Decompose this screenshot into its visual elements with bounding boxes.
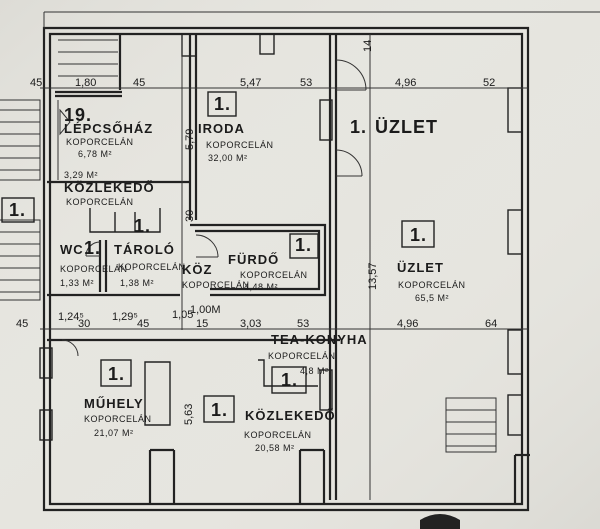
- room-area: 1,38 M²: [120, 278, 154, 288]
- room-area: 4,48 M²: [244, 282, 278, 292]
- dim-label: 15: [196, 318, 208, 330]
- room-number: 1.: [211, 400, 228, 420]
- room-furdo: 1. FÜRDŐ KOPORCELÁN 4,48 M²: [228, 235, 312, 292]
- room-name: ÜZLET: [397, 260, 444, 275]
- dim-label: 52: [483, 77, 495, 89]
- room-material: KOPORCELÁN: [66, 197, 134, 207]
- room-number: 1.: [350, 117, 367, 137]
- dimension-row-middle: 45 1,24⁵ 30 1,29⁵ 45 1,05 15 1,00M 3,03 …: [16, 304, 497, 330]
- room-name: MŰHELY: [84, 396, 144, 411]
- dim-label: 45: [16, 318, 28, 330]
- room-material: KOPORCELÁN: [398, 280, 466, 290]
- doors: [61, 59, 367, 357]
- room-material: KOPORCELÁN: [244, 430, 312, 440]
- dim-label: 1,00M: [190, 304, 221, 316]
- dim-label: 1,24⁵: [58, 311, 84, 323]
- dim-label: 14: [362, 40, 374, 52]
- dim-label: 1,29⁵: [112, 311, 138, 323]
- dim-label: 4,96: [395, 77, 416, 89]
- room-area: 21,07 M²: [94, 428, 134, 438]
- room-uzlet: 1. ÜZLET KOPORCELÁN 65,5 M²: [397, 225, 466, 303]
- room-kozlekedo-top: 3,29 M² KÖZLEKEDŐ KOPORCELÁN: [64, 170, 155, 207]
- room-area: 32,00 M²: [208, 153, 248, 163]
- room-material: KOPORCELÁN: [118, 262, 186, 272]
- dim-label: 5,63: [183, 404, 195, 425]
- dim-label: 3,03: [240, 318, 261, 330]
- room-number: 1.: [295, 235, 312, 255]
- room-iroda: 1. IRODA KOPORCELÁN 32,00 M²: [198, 94, 274, 163]
- room-number-boxes: [1, 91, 435, 423]
- room-area: 3,29 M²: [64, 170, 98, 180]
- room-material: KOPORCELÁN: [66, 137, 134, 147]
- room-material: KOPORCELÁN: [182, 280, 250, 290]
- room-name: LÉPCSŐHÁZ: [64, 121, 153, 136]
- dim-label: 53: [300, 77, 312, 89]
- dim-label: 45: [30, 77, 42, 89]
- dimension-lines: [40, 34, 528, 500]
- dim-label: 45: [133, 77, 145, 89]
- room-lepcsohaz: 19. LÉPCSŐHÁZ KOPORCELÁN 6,78 M²: [64, 105, 153, 159]
- room-number: 1.: [84, 238, 101, 258]
- room-material: KOPORCELÁN: [60, 264, 128, 274]
- room-name: FÜRDŐ: [228, 252, 279, 267]
- dim-label: 4,96: [397, 318, 418, 330]
- room-number: 19.: [64, 105, 92, 125]
- dim-label: 5,79: [184, 129, 196, 150]
- room-area: 65,5 M²: [415, 293, 449, 303]
- room-tea-konyha: 1. TEA-KONYHA KOPORCELÁN 4,8 M²: [268, 332, 368, 390]
- room-name: IRODA: [198, 121, 245, 136]
- dim-label: 64: [485, 318, 497, 330]
- room-number: 1.: [410, 225, 427, 245]
- dim-label: 30: [78, 318, 90, 330]
- interior-walls: [47, 34, 530, 504]
- room-name: ÜZLET: [375, 117, 438, 137]
- room-number: 1.: [214, 94, 231, 114]
- room-wc: 1. WC KOPORCELÁN 1,33 M²: [60, 238, 128, 288]
- room-number: 1.: [108, 364, 125, 384]
- dim-label: 1,80: [75, 77, 96, 89]
- room-name: WC: [60, 242, 84, 257]
- room-name: KÖZLEKEDŐ: [64, 180, 155, 195]
- room-material: KOPORCELÁN: [268, 351, 336, 361]
- room-outside: 1.: [9, 200, 26, 220]
- dimension-vertical: 5,79 30 13,57 5,63 14: [183, 40, 379, 425]
- room-area: 4,8 M²: [300, 366, 329, 376]
- room-number: 1.: [281, 370, 298, 390]
- room-kozlekedo-bottom: 1. KÖZLEKEDŐ KOPORCELÁN 20,58 M²: [211, 400, 336, 453]
- room-name: TEA-KONYHA: [271, 332, 368, 347]
- bottom-mark: [420, 514, 460, 529]
- dim-label: 1,05: [172, 309, 193, 321]
- room-area: 1,33 M²: [60, 278, 94, 288]
- dim-label: 45: [137, 318, 149, 330]
- room-material: KOPORCELÁN: [84, 414, 152, 424]
- dim-label: 13,57: [367, 262, 379, 290]
- dim-label: 5,47: [240, 77, 261, 89]
- room-number: 1.: [134, 216, 151, 236]
- dim-label: 53: [297, 318, 309, 330]
- dim-label: 30: [184, 210, 196, 222]
- dimension-row-top: 45 1,80 45 5,47 53 4,96 52: [30, 77, 495, 89]
- room-number: 1.: [9, 200, 26, 220]
- room-name: KÖZ: [182, 262, 212, 277]
- room-area: 20,58 M²: [255, 443, 295, 453]
- room-tarolo: 1. TÁROLÓ KOPORCELÁN 1,38 M²: [114, 216, 186, 288]
- room-area: 6,78 M²: [78, 149, 112, 159]
- room-koz: KÖZ KOPORCELÁN: [182, 262, 250, 290]
- room-material: KOPORCELÁN: [206, 140, 274, 150]
- room-material: KOPORCELÁN: [240, 270, 308, 280]
- room-name: TÁROLÓ: [114, 242, 175, 257]
- room-uzlet-header: 1. ÜZLET: [350, 117, 438, 137]
- room-name: KÖZLEKEDŐ: [245, 408, 336, 423]
- room-muhely: 1. MŰHELY KOPORCELÁN 21,07 M²: [84, 364, 152, 438]
